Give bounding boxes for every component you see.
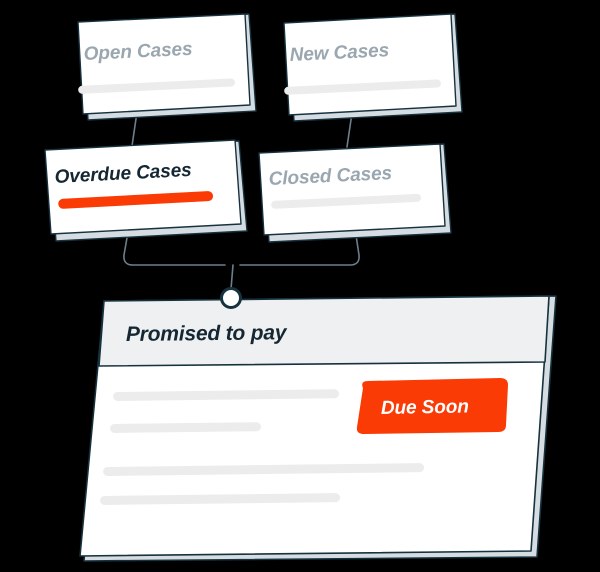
card-closed-cases[interactable]: Closed Cases [258,143,452,243]
panel-line-2 [110,422,262,433]
due-soon-badge[interactable]: Due Soon [356,378,508,434]
panel-line-1 [113,389,340,401]
panel-line-4 [100,493,341,505]
card-open-cases[interactable]: Open Cases [77,13,257,121]
connector-lines [123,111,360,290]
connector-bus-to-node [230,264,234,290]
card-overdue-cases-face [44,139,242,235]
connector-new-to-closed [346,112,353,148]
panel-promised-to-pay[interactable]: Promised to pay Due Soon [79,295,557,562]
junction-node-circle [220,287,242,309]
junction-node[interactable] [220,287,242,309]
card-new-cases-bar [284,79,442,95]
card-closed-cases-face [258,143,446,236]
card-overdue-cases[interactable]: Overdue Cases [44,139,248,242]
connector-closed-to-bus [239,234,360,266]
card-open-cases-bar [78,78,236,94]
panel-line-3 [103,463,425,476]
card-new-cases[interactable]: New Cases [283,13,463,122]
card-new-cases-label: New Cases [289,40,389,66]
card-overdue-cases-bar [58,191,214,209]
panel-title: Promised to pay [126,321,288,346]
card-closed-cases-bar [271,193,422,209]
connector-overdue-to-bus [123,231,226,266]
due-soon-badge-shape [356,378,508,434]
panel-header [98,295,550,367]
panel-content-lines [100,389,425,505]
due-soon-badge-label: Due Soon [381,396,469,419]
